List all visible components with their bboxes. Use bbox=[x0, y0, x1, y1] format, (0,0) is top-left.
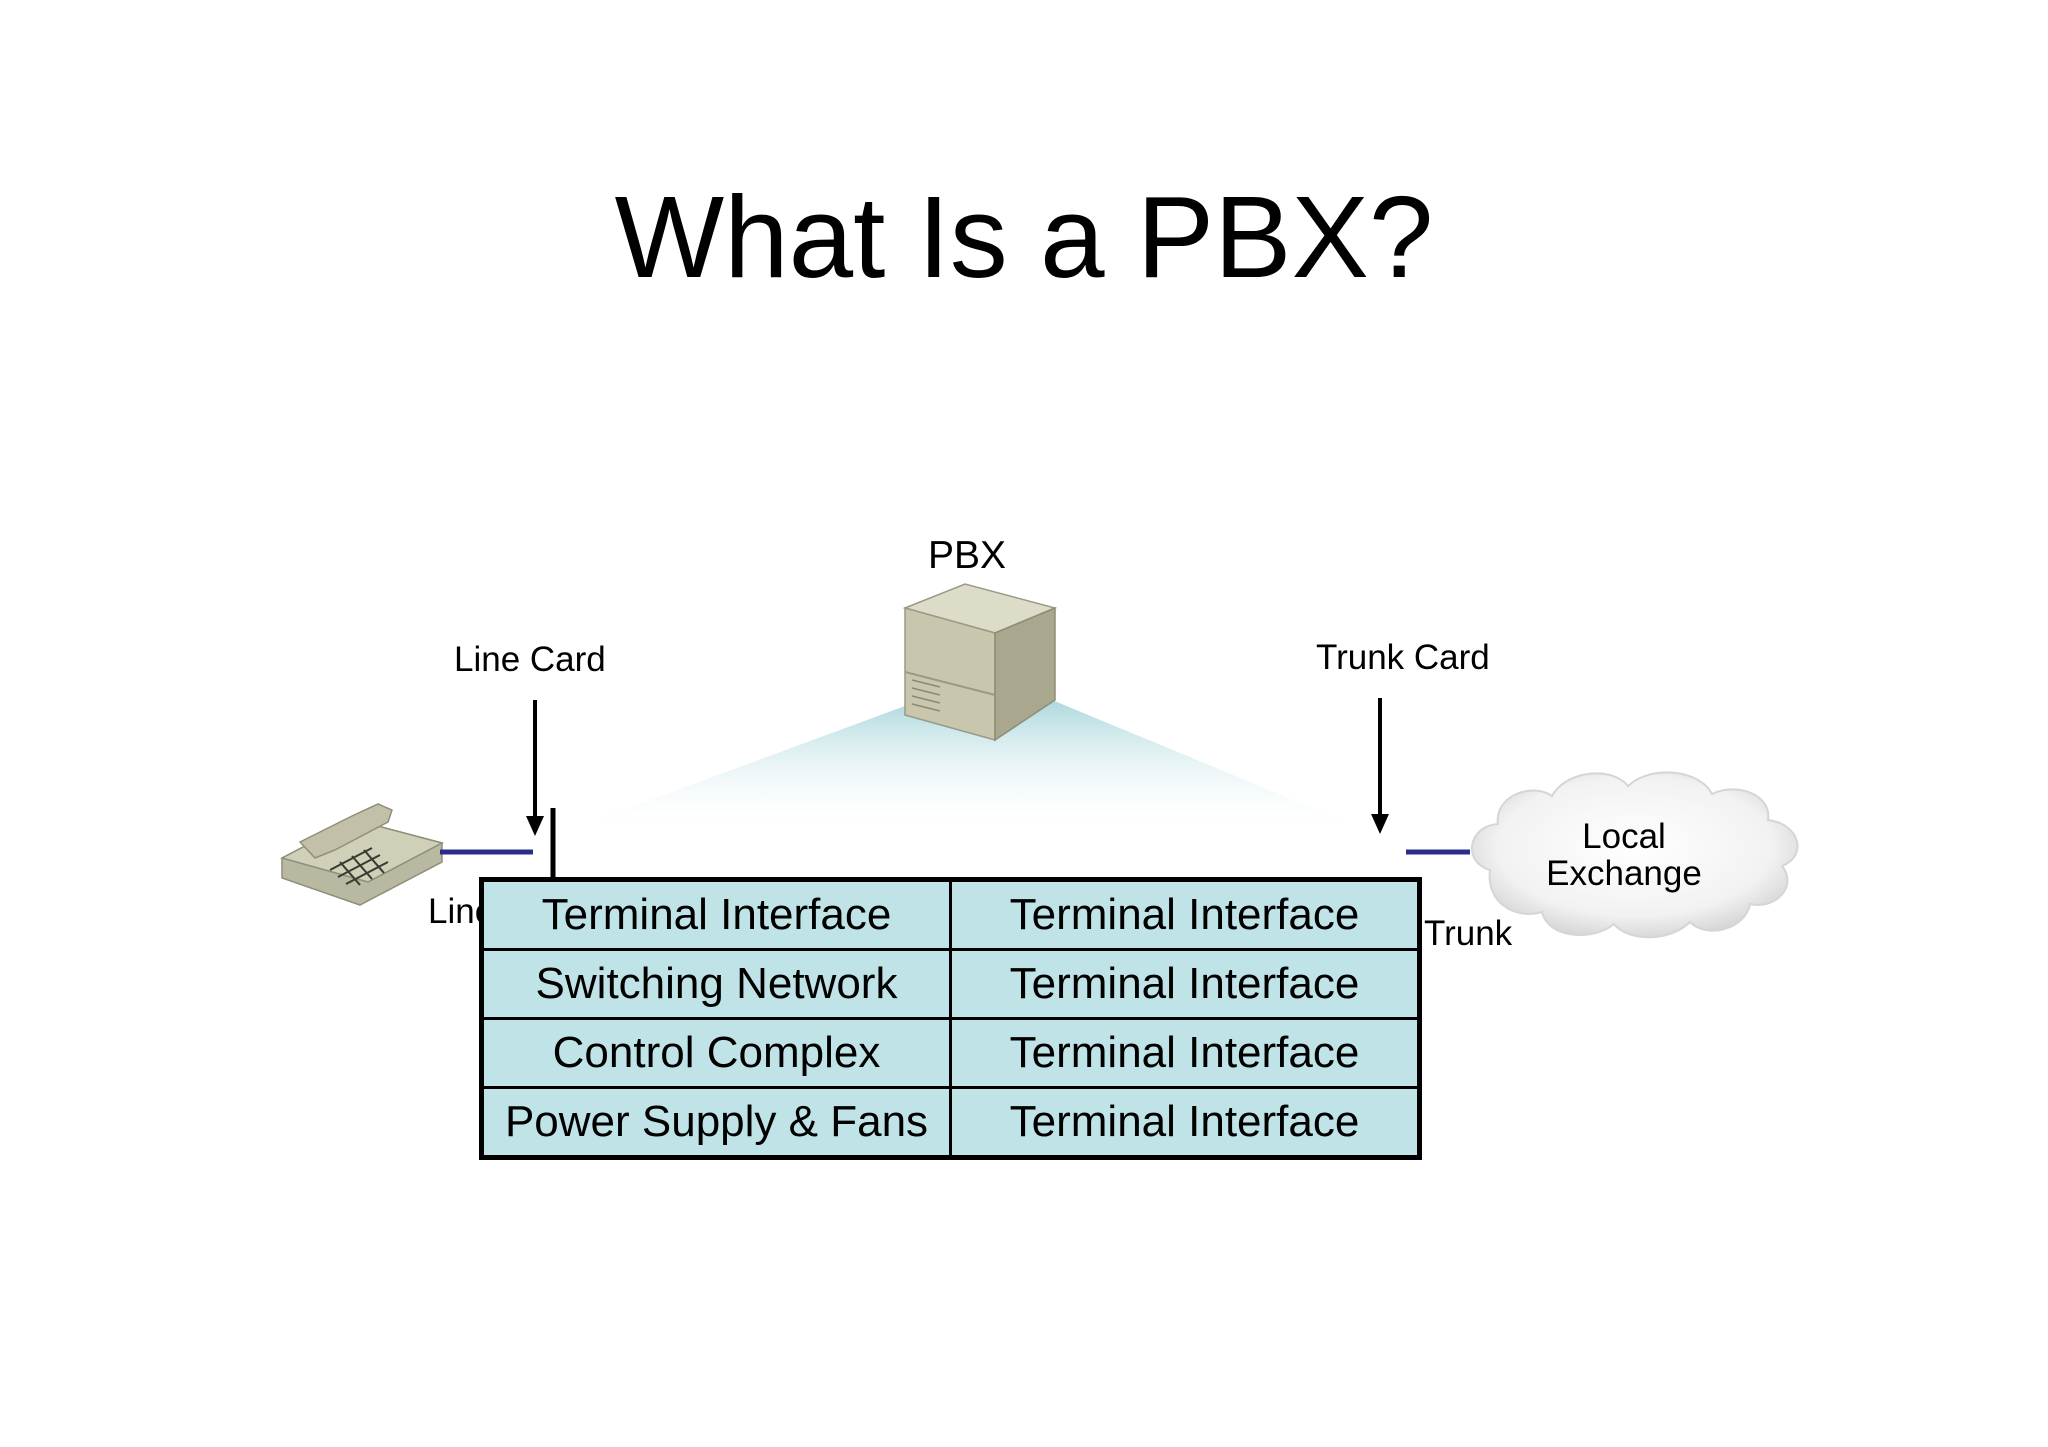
trunk-card-label: Trunk Card bbox=[1316, 638, 1490, 677]
pbx-projection-beam bbox=[555, 700, 1378, 835]
table-row: Switching Network Terminal Interface bbox=[480, 948, 1421, 1020]
trunk-label: Trunk bbox=[1424, 914, 1513, 953]
pbx-label: PBX bbox=[928, 534, 1007, 577]
table-cell: Terminal Interface bbox=[949, 1017, 1421, 1089]
table-cell: Terminal Interface bbox=[949, 948, 1421, 1020]
telephone-icon bbox=[279, 803, 445, 906]
local-exchange-label: Local Exchange bbox=[1546, 817, 1702, 893]
table-cell: Terminal Interface bbox=[480, 878, 952, 951]
pbx-cabinet-icon bbox=[902, 583, 1058, 742]
trunk-card-arrow bbox=[1371, 698, 1389, 834]
table-cell: Terminal Interface bbox=[949, 878, 1421, 951]
slide-title: What Is a PBX? bbox=[614, 172, 1434, 302]
table-cell: Terminal Interface bbox=[949, 1086, 1421, 1159]
line-card-label: Line Card bbox=[454, 640, 606, 679]
table-row: Control Complex Terminal Interface bbox=[480, 1017, 1421, 1089]
pbx-components-table: Terminal Interface Terminal Interface Sw… bbox=[479, 877, 1422, 1160]
table-cell: Power Supply & Fans bbox=[480, 1086, 952, 1159]
table-row: Terminal Interface Terminal Interface bbox=[480, 878, 1421, 951]
table-cell: Control Complex bbox=[480, 1017, 952, 1089]
table-row: Power Supply & Fans Terminal Interface bbox=[480, 1086, 1421, 1159]
cloud-icon bbox=[1471, 771, 1799, 939]
line-card-arrow bbox=[526, 700, 544, 836]
table-cell: Switching Network bbox=[480, 948, 952, 1020]
